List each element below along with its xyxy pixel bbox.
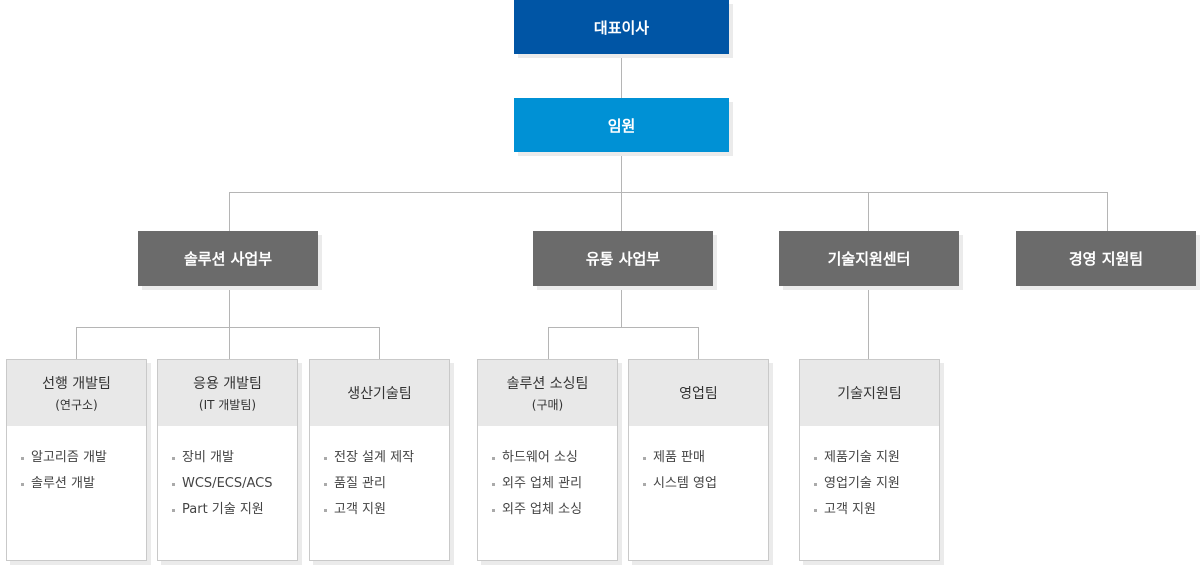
duty-item: 알고리즘 개발 [21,448,146,474]
duty-item: 하드웨어 소싱 [492,448,617,474]
team-subtitle: (구매) [531,398,564,412]
duty-item: WCS/ECS/ACS [172,474,297,500]
duty-item: 외주 업체 소싱 [492,500,617,526]
duty-item: 제품 판매 [643,448,768,474]
duty-item: 제품기술 지원 [814,448,939,474]
duty-item: 고객 지원 [324,500,449,526]
connector [868,286,869,359]
team-header: 기술지원팀 [800,360,939,426]
team-name: 응용 개발팀 [193,376,262,392]
connector [76,327,380,328]
team-name: 솔루션 소싱팀 [506,376,589,392]
executive-box: 임원 [514,98,729,152]
team-header: 선행 개발팀 (연구소) [7,360,146,426]
duty-item: Part 기술 지원 [172,500,297,526]
division-tech-support: 기술지원센터 [779,231,959,286]
team-subtitle: (IT 개발팀) [198,398,257,412]
team-name: 영업팀 [679,386,718,402]
duty-item: 장비 개발 [172,448,297,474]
team-header: 솔루션 소싱팀 (구매) [478,360,617,426]
connector [379,327,380,359]
duty-item: 영업기술 지원 [814,474,939,500]
connector [548,327,699,328]
duty-item: 솔루션 개발 [21,474,146,500]
duty-item: 전장 설계 제작 [324,448,449,474]
connector [229,192,230,231]
team-header: 생산기술팀 [310,360,449,426]
duty-item: 품질 관리 [324,474,449,500]
connector [229,286,230,359]
division-management: 경영 지원팀 [1016,231,1196,286]
team-header: 영업팀 [629,360,768,426]
team-name: 생산기술팀 [347,386,412,402]
connector [229,192,1108,193]
connector [1107,192,1108,231]
connector [621,152,622,231]
duty-item: 고객 지원 [814,500,939,526]
team-name: 기술지원팀 [837,386,902,402]
division-distribution: 유통 사업부 [533,231,713,286]
duty-item: 외주 업체 관리 [492,474,617,500]
connector [621,286,622,327]
ceo-box: 대표이사 [514,0,729,54]
connector [621,54,622,98]
team-name: 선행 개발팀 [42,376,111,392]
team-header: 응용 개발팀 (IT 개발팀) [158,360,297,426]
connector [698,327,699,359]
division-solution: 솔루션 사업부 [138,231,318,286]
duty-item: 시스템 영업 [643,474,768,500]
connector [76,327,77,359]
connector [868,192,869,231]
connector [548,327,549,359]
team-subtitle: (연구소) [55,398,98,412]
